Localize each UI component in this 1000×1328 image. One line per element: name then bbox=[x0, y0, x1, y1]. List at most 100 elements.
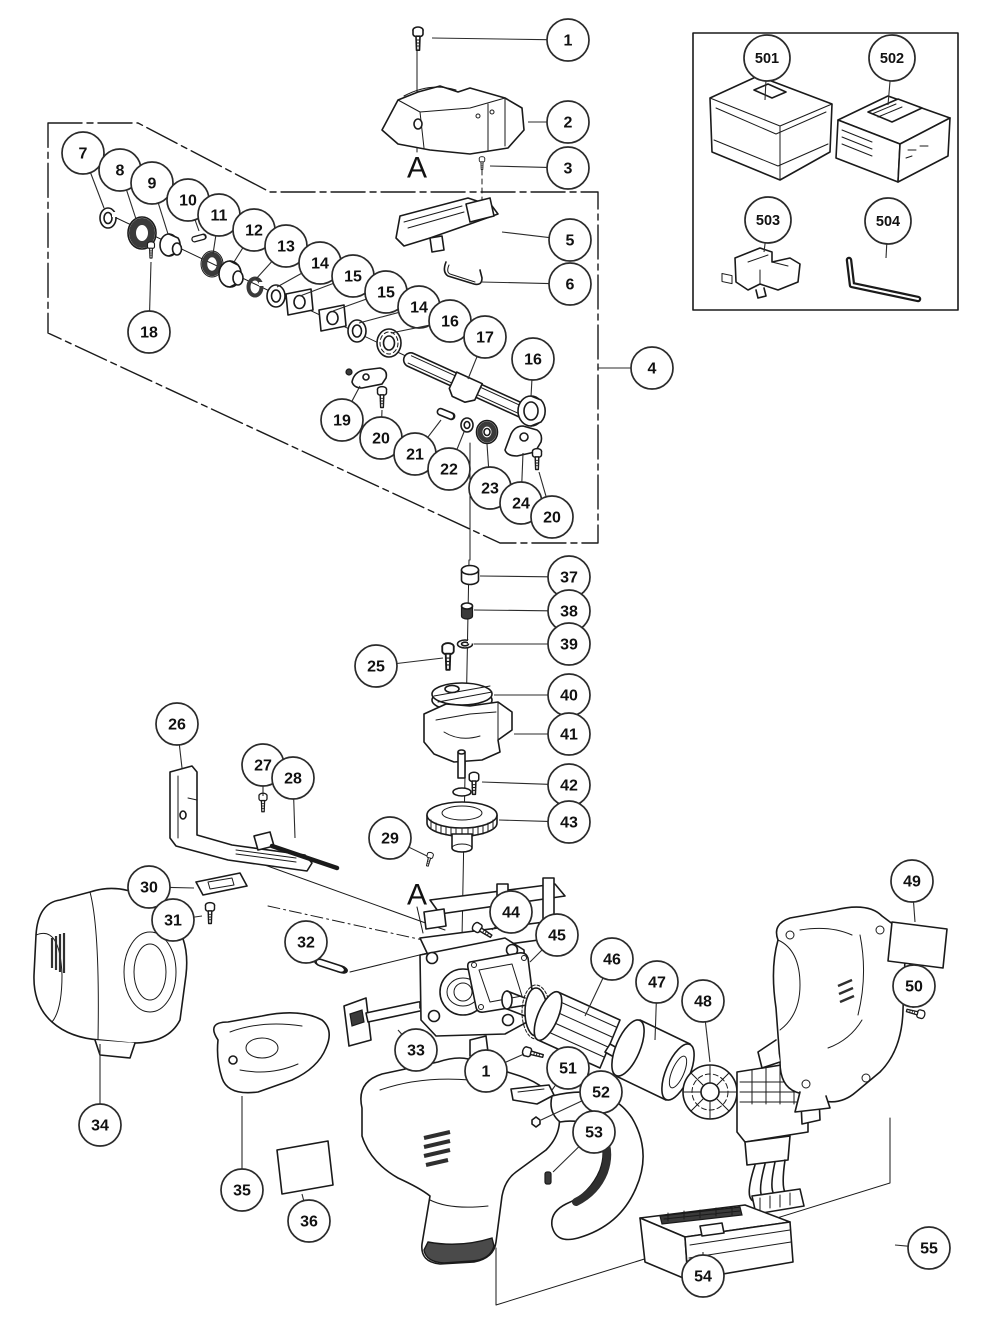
callout-number: 27 bbox=[254, 758, 272, 775]
callout-number: 28 bbox=[284, 771, 302, 788]
part-pin-53 bbox=[544, 1171, 552, 1185]
callout-number: 50 bbox=[905, 979, 923, 996]
callout-14: 14 bbox=[276, 241, 342, 288]
callout-number: 37 bbox=[560, 570, 578, 587]
callout-501: 501 bbox=[743, 34, 791, 101]
callout-16: 16 bbox=[511, 337, 555, 398]
part-plate-15b bbox=[318, 304, 347, 332]
callout-number: 7 bbox=[79, 146, 88, 163]
callout-number: 3 bbox=[564, 161, 573, 178]
part-collar-9 bbox=[159, 233, 183, 257]
callout-33: 33 bbox=[394, 1028, 438, 1072]
part-stator-47 bbox=[611, 1019, 695, 1101]
callout-13: 13 bbox=[255, 224, 308, 280]
part-trigger-51 bbox=[510, 1084, 555, 1105]
part-washer-22 bbox=[460, 417, 474, 433]
part-screw-50 bbox=[905, 1005, 927, 1020]
part-frame-41 bbox=[423, 701, 513, 763]
part-plate-30 bbox=[195, 872, 248, 896]
callout-52: 52 bbox=[540, 1070, 623, 1121]
callout-42: 42 bbox=[481, 763, 591, 807]
callout-number: 52 bbox=[592, 1085, 610, 1102]
callout-44: 44 bbox=[489, 890, 533, 934]
callout-number: 15 bbox=[377, 285, 395, 302]
callout-2: 2 bbox=[528, 100, 590, 144]
part-gear-43 bbox=[426, 749, 498, 853]
callout-number: 14 bbox=[311, 256, 329, 273]
part-screw-1 bbox=[412, 26, 424, 52]
callout-46: 46 bbox=[584, 937, 634, 1017]
part-screw-20b bbox=[531, 447, 543, 471]
part-washer-14b bbox=[347, 319, 367, 343]
callout-number: 35 bbox=[233, 1183, 251, 1200]
part-gear-cover-2 bbox=[381, 85, 525, 155]
part-rod-28 bbox=[253, 831, 340, 871]
callout-40: 40 bbox=[494, 673, 591, 717]
callout-4: 4 bbox=[598, 346, 674, 390]
callout-7: 7 bbox=[61, 131, 105, 209]
callout-504: 504 bbox=[864, 197, 912, 259]
callout-number: 54 bbox=[694, 1269, 712, 1286]
callout-21: 21 bbox=[393, 419, 442, 476]
accessories-box bbox=[692, 32, 959, 311]
callout-number: 45 bbox=[548, 928, 566, 945]
callout-number: 503 bbox=[756, 213, 780, 229]
part-lever-19 bbox=[345, 367, 388, 389]
part-pin-10 bbox=[190, 233, 208, 244]
callout-number: 1 bbox=[564, 33, 573, 50]
callout-number: 14 bbox=[410, 300, 428, 317]
callout-number: 22 bbox=[440, 462, 458, 479]
callout-number: 11 bbox=[211, 208, 228, 225]
part-clip-13 bbox=[246, 276, 264, 298]
callout-number: 20 bbox=[372, 431, 390, 448]
callout-9: 9 bbox=[130, 161, 174, 235]
callout-number: 49 bbox=[903, 874, 921, 891]
part-front-housing-34 bbox=[33, 887, 188, 1059]
callout-15: 15 bbox=[299, 254, 375, 298]
part-bushing-16b bbox=[517, 395, 546, 427]
callout-number: 48 bbox=[694, 994, 712, 1011]
callout-number: 5 bbox=[566, 233, 575, 250]
callout-41: 41 bbox=[514, 712, 591, 756]
callout-number: 23 bbox=[481, 481, 499, 498]
callout-number: 53 bbox=[585, 1125, 603, 1142]
part-bearing-23 bbox=[475, 419, 499, 445]
callout-number: 51 bbox=[559, 1061, 577, 1078]
callout-47: 47 bbox=[635, 960, 679, 1041]
callout-19: 19 bbox=[320, 385, 364, 442]
section-letter: A bbox=[407, 879, 427, 912]
callout-34: 34 bbox=[78, 1044, 122, 1147]
part-bushing-37 bbox=[460, 564, 480, 586]
part-screw-31 bbox=[204, 901, 216, 925]
callout-5: 5 bbox=[501, 218, 592, 262]
part-blade-holder-503 bbox=[734, 247, 801, 299]
part-label-36 bbox=[276, 1140, 334, 1195]
callout-36: 36 bbox=[287, 1193, 331, 1243]
part-bearing-12 bbox=[218, 260, 244, 288]
part-crank-33 bbox=[343, 997, 437, 1047]
part-bearing-8 bbox=[127, 216, 157, 250]
part-screw-25 bbox=[441, 642, 455, 671]
callout-43: 43 bbox=[498, 800, 591, 844]
callout-number: 29 bbox=[381, 831, 399, 848]
callout-26: 26 bbox=[155, 702, 199, 769]
callout-502: 502 bbox=[868, 34, 916, 106]
part-charger-502 bbox=[835, 95, 951, 183]
part-nut-52 bbox=[531, 1116, 541, 1128]
part-cover-35 bbox=[212, 1012, 330, 1094]
callout-51: 51 bbox=[546, 1046, 590, 1091]
callout-45: 45 bbox=[529, 913, 579, 963]
callout-number: 46 bbox=[603, 952, 621, 969]
callout-number: 15 bbox=[344, 269, 362, 286]
part-left-handle-housing bbox=[360, 1035, 644, 1265]
part-pin-32 bbox=[313, 956, 349, 976]
callout-number: 502 bbox=[880, 51, 904, 67]
callout-1: 1 bbox=[431, 18, 590, 62]
callout-28: 28 bbox=[271, 756, 315, 839]
part-label-49 bbox=[887, 921, 948, 969]
callout-number: 504 bbox=[876, 214, 900, 230]
callout-53: 53 bbox=[552, 1110, 616, 1173]
part-gasket-45 bbox=[466, 952, 534, 1013]
